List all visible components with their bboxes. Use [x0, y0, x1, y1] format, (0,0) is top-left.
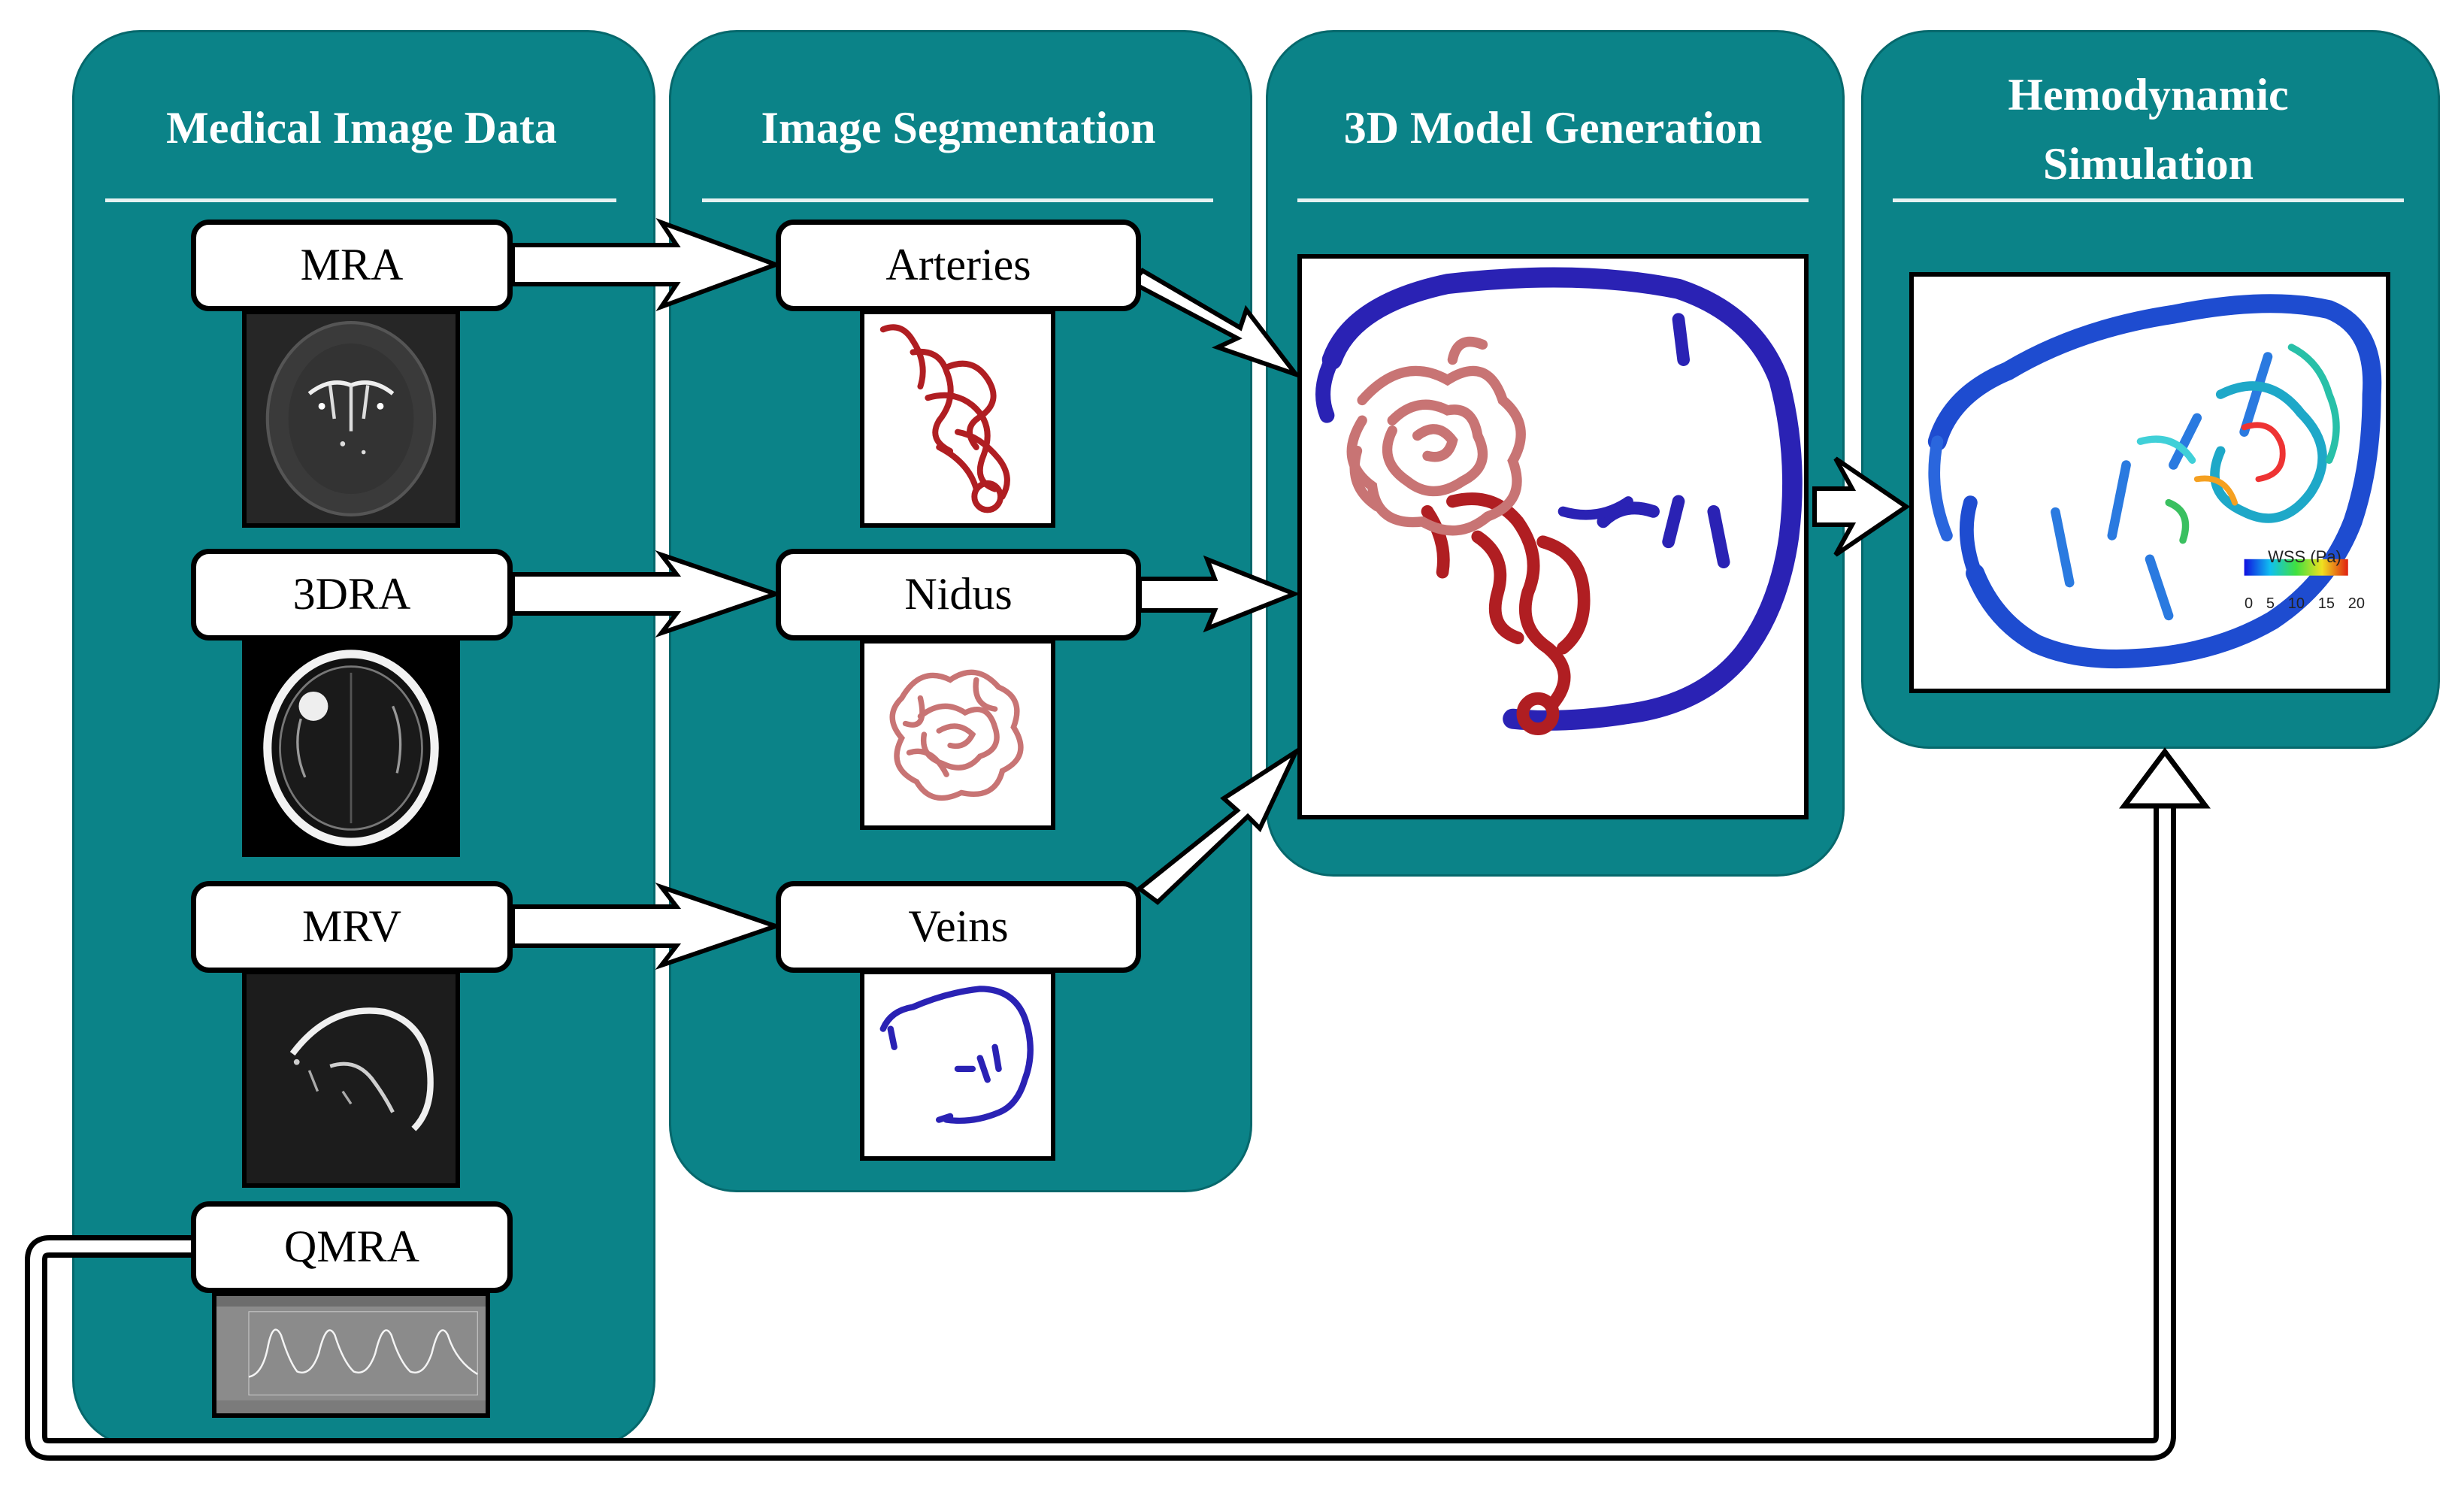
title-medical-image-data: Medical Image Data	[166, 103, 557, 153]
label-nidus: Nidus	[776, 549, 1141, 641]
label-3dra: 3DRA	[191, 549, 513, 641]
title-divider	[1893, 198, 2404, 202]
label-mrv: MRV	[191, 881, 513, 973]
label-arteries: Arteries	[776, 220, 1141, 311]
3dra-scan-image	[242, 639, 460, 857]
nidus-segmentation-image	[860, 639, 1055, 830]
arteries-segmentation-image	[860, 310, 1055, 528]
label-mra: MRA	[191, 220, 513, 311]
title-divider	[1297, 198, 1809, 202]
qmra-flow-plot	[212, 1292, 490, 1418]
title-divider	[702, 198, 1213, 202]
3d-model-render	[1297, 254, 1809, 819]
wss-tick: 20	[2347, 595, 2365, 612]
title-hemodynamic-line2: Simulation	[2042, 139, 2254, 189]
hemodynamic-simulation-render: WSS (Pa) 0 5 10 15 20	[1909, 272, 2390, 693]
wss-tick: 10	[2287, 595, 2305, 612]
wss-legend-ticks: 0 5 10 15 20	[2245, 595, 2365, 613]
title-hemodynamic-line1: Hemodynamic	[2008, 70, 2289, 120]
title-divider	[105, 198, 616, 202]
veins-segmentation-image	[860, 970, 1055, 1161]
wss-tick: 5	[2266, 595, 2275, 612]
wss-tick: 15	[2317, 595, 2335, 612]
label-veins: Veins	[776, 881, 1141, 973]
label-qmra: QMRA	[191, 1201, 513, 1293]
mrv-scan-image	[242, 970, 460, 1188]
wss-tick: 0	[2245, 595, 2254, 612]
title-image-segmentation: Image Segmentation	[761, 103, 1156, 153]
mra-scan-image	[242, 310, 460, 528]
wss-legend-title: WSS (Pa)	[2268, 547, 2341, 566]
title-3d-model-generation: 3D Model Generation	[1343, 103, 1763, 153]
arrow-qmra-feedback-head	[2119, 747, 2211, 809]
